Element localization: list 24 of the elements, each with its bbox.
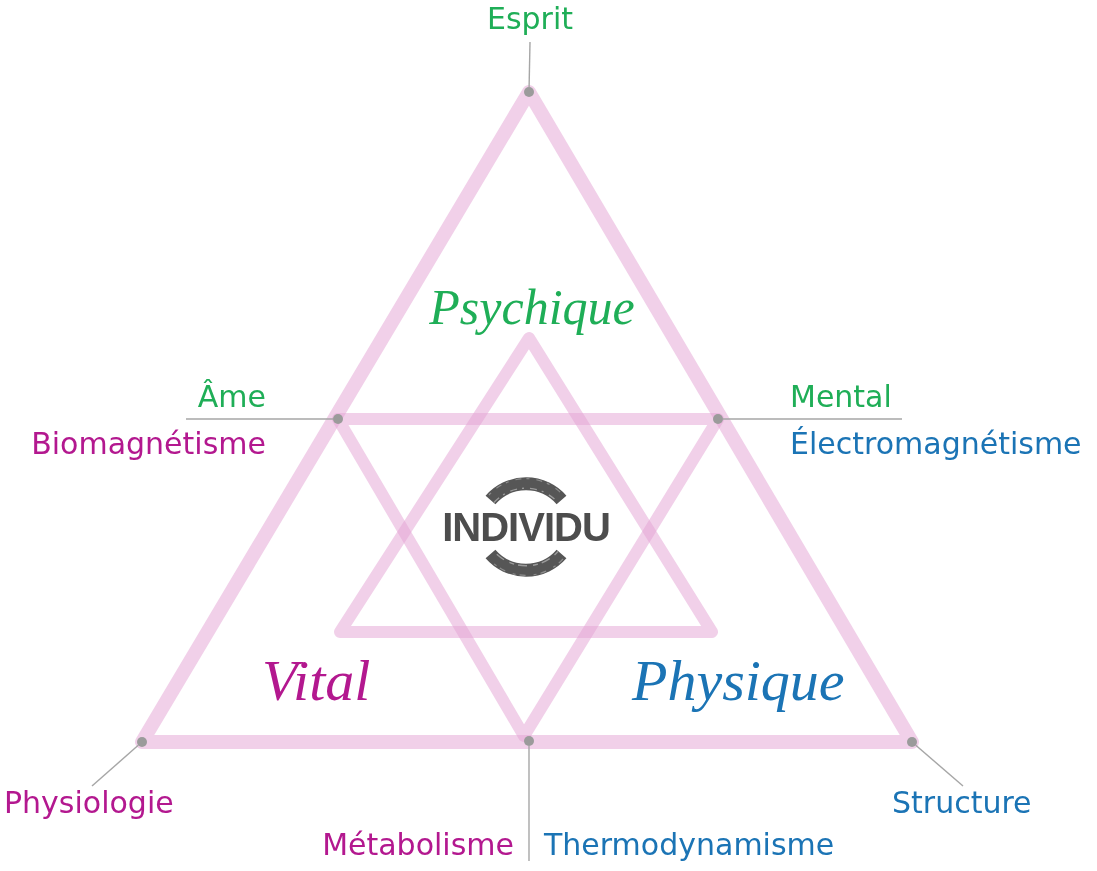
junction-dot <box>713 414 723 424</box>
vertex-label: Âme <box>197 380 266 413</box>
junction-dot <box>137 737 147 747</box>
vertex-label: Métabolisme <box>322 828 514 861</box>
vertex-label: Biomagnétisme <box>31 427 266 460</box>
vertex-label: Esprit <box>486 2 574 35</box>
vertex-label: Structure <box>892 786 1032 819</box>
leader-line <box>528 745 530 862</box>
region-label: Vital <box>262 652 371 710</box>
junction-dot <box>524 87 534 97</box>
junction-dot <box>907 737 917 747</box>
vertex-label: Mental <box>790 380 892 413</box>
leader-line <box>722 418 903 420</box>
vertex-label: Physiologie <box>4 786 174 819</box>
junction-dot <box>524 736 534 746</box>
leader-line <box>528 41 531 88</box>
leader-line <box>915 744 964 787</box>
vertex-label: Thermodynamisme <box>544 828 835 861</box>
region-label: Physique <box>632 652 845 710</box>
center-label: INDIVIDU <box>442 507 610 547</box>
leader-line <box>185 418 334 420</box>
junction-dot <box>333 414 343 424</box>
leader-line <box>91 744 139 787</box>
vertex-label: Électromagnétisme <box>790 427 1082 460</box>
